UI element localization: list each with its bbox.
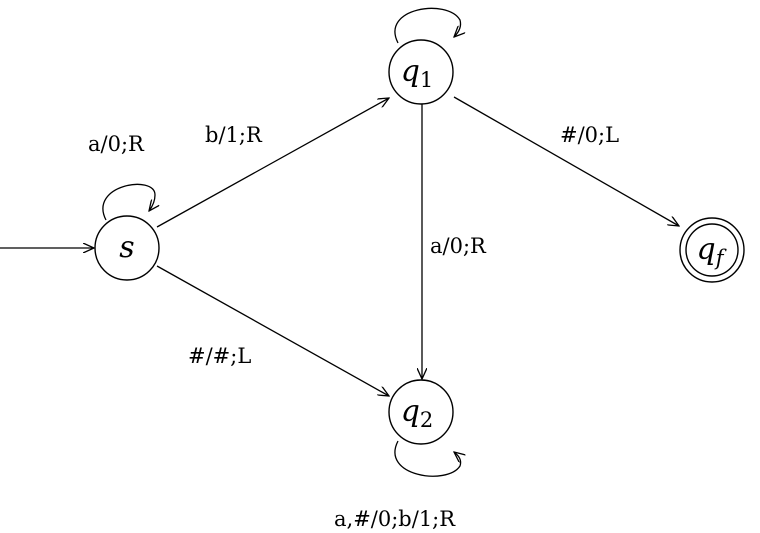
state-qf-label: q	[697, 232, 716, 267]
edge-q1-qf	[453, 96, 679, 226]
svg-text:qf: qf	[697, 232, 727, 270]
state-s: s	[94, 215, 160, 281]
state-qf-subscript: f	[714, 246, 727, 270]
state-q2: q2	[388, 379, 454, 445]
self-loop-s	[102, 183, 155, 221]
state-qf: qf	[679, 217, 745, 283]
svg-text:q1: q1	[401, 54, 434, 92]
label-q1-q2: a/0;R	[430, 234, 487, 258]
edge-s-q2	[156, 265, 389, 396]
state-q2-subscript: 2	[420, 408, 433, 432]
self-loop-q1	[394, 7, 461, 44]
self-loop-q2	[394, 440, 461, 477]
svg-text:s: s	[119, 230, 134, 265]
svg-text:q2: q2	[401, 394, 434, 432]
label-s-q2: #/#;L	[188, 344, 251, 368]
label-s-self: a/0;R	[88, 132, 145, 156]
state-q1-label: q	[401, 54, 420, 89]
label-s-q1: b/1;R	[205, 123, 263, 147]
state-q1: q1	[388, 39, 454, 105]
state-q1-subscript: 1	[420, 68, 433, 92]
label-q2-self: a,#/0;b/1;R	[334, 507, 456, 531]
accepting-ring	[685, 223, 739, 277]
state-q2-label: q	[401, 394, 420, 429]
label-q1-qf: #/0;L	[560, 123, 619, 147]
state-s-label: s	[119, 230, 134, 265]
edge-s-q1	[156, 98, 389, 228]
